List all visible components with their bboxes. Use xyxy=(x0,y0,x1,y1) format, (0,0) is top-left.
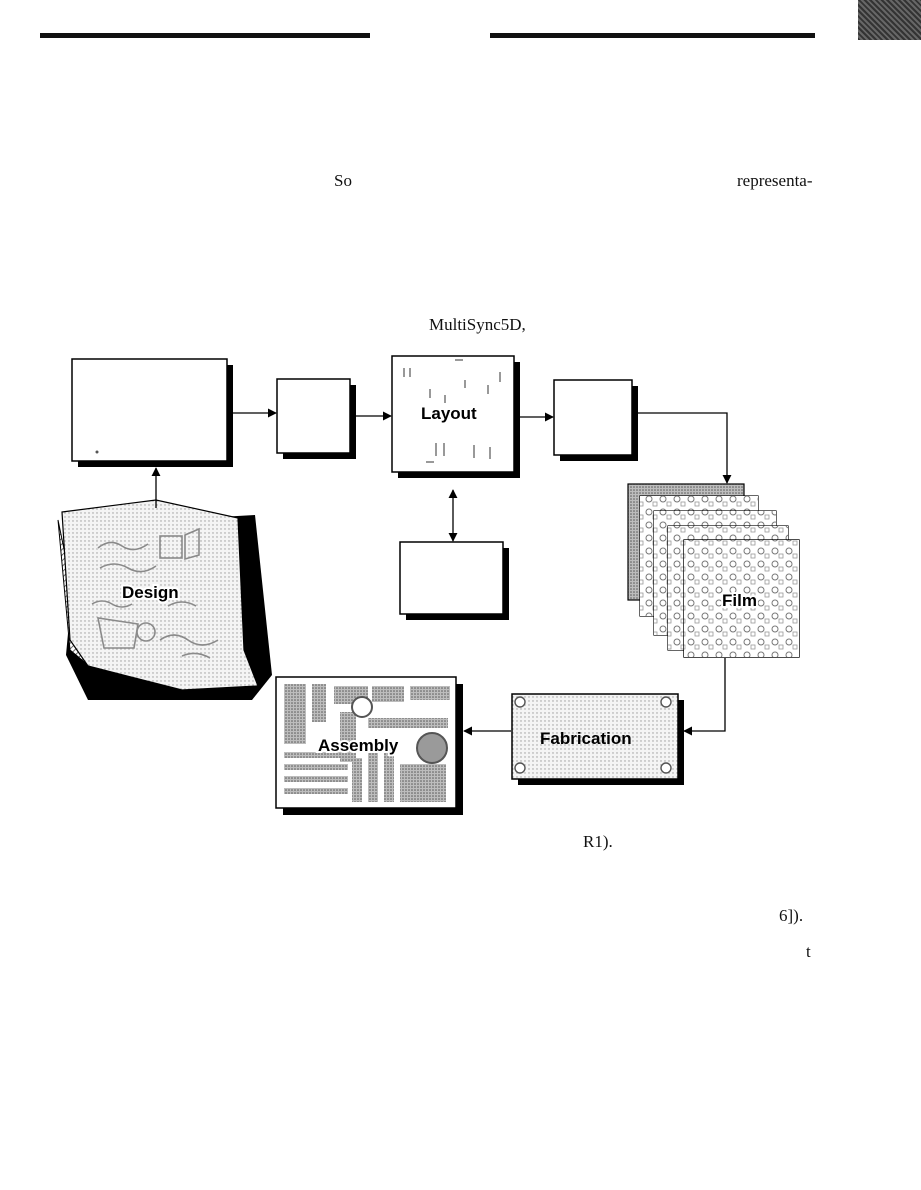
left-column-rule xyxy=(40,33,370,38)
arrow-film-to-fabrication xyxy=(683,658,726,736)
text-fragment-r1: R1). xyxy=(583,832,613,851)
design-label: Design xyxy=(122,583,179,602)
layout-label: Layout xyxy=(421,404,477,423)
film-label: Film xyxy=(722,591,757,610)
process-box-4 xyxy=(553,379,638,461)
flow-arrows xyxy=(151,408,732,736)
fabrication-board-illustration: Fabrication xyxy=(511,693,684,785)
text-fragment-t: t xyxy=(806,942,811,961)
process-box-2 xyxy=(276,378,356,459)
arrow-box4-to-film xyxy=(638,412,732,484)
text-fragment-multisync: MultiSync5D, xyxy=(429,315,526,334)
film-stack-illustration: Film xyxy=(627,483,800,658)
right-column-rule xyxy=(490,33,815,38)
text-fragment-so: So xyxy=(334,171,352,190)
process-box-below-layout xyxy=(399,541,509,620)
design-paper-illustration: Design xyxy=(57,499,272,700)
corner-scan-mark xyxy=(858,0,921,40)
process-box-top-left xyxy=(71,358,233,467)
text-fragment-representa: representa- xyxy=(737,171,813,190)
assembly-board-illustration: Assembly xyxy=(275,676,463,815)
assembly-label: Assembly xyxy=(318,736,399,755)
layout-box xyxy=(391,355,520,478)
text-fragment-ref6: 6]). xyxy=(779,906,804,925)
fabrication-label: Fabrication xyxy=(540,729,632,748)
